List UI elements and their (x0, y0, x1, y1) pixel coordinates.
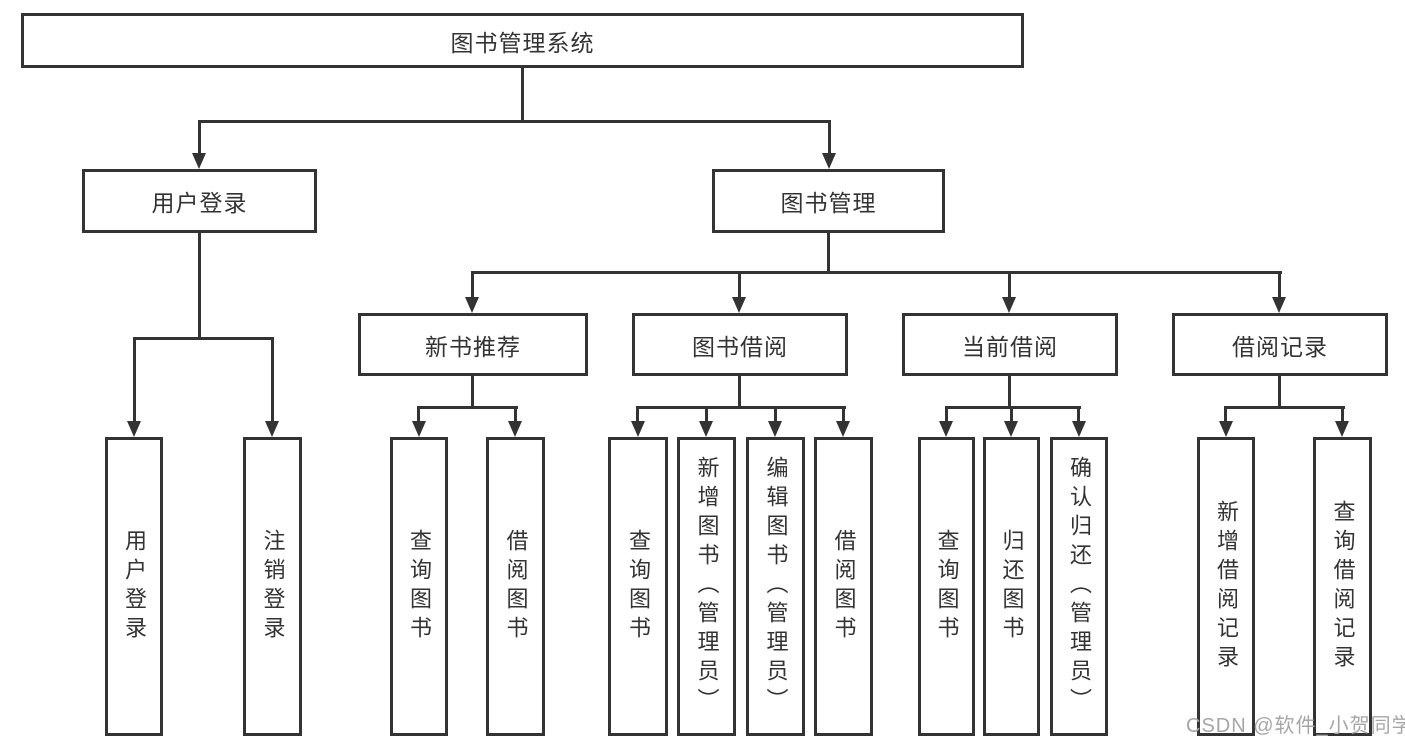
connector-drop (417, 406, 420, 423)
node-label: 注销登录 (260, 528, 286, 645)
node-label: 图书借阅 (692, 333, 788, 360)
node-user-login: 用户登录 (82, 169, 317, 233)
node-label: 借阅记录 (1232, 333, 1328, 360)
connector-rail (133, 337, 274, 340)
arrowhead-down-icon (1004, 421, 1018, 437)
connector-trunk (1278, 376, 1281, 406)
connector-trunk (198, 233, 201, 337)
node-query-books-recommend: 查询图书 (390, 437, 448, 736)
arrowhead-down-icon (127, 421, 141, 437)
connector-drop (636, 406, 639, 423)
connector-drop (738, 271, 741, 299)
node-confirm-return-admin: 确认归还（管理员） (1050, 437, 1108, 736)
node-logout: 注销登录 (243, 437, 302, 736)
connector-drop (1008, 271, 1011, 299)
arrowhead-down-icon (699, 421, 713, 437)
connector-trunk (738, 376, 741, 406)
connector-drop (1278, 271, 1281, 299)
node-query-books-current: 查询图书 (918, 437, 975, 736)
arrowhead-down-icon (1002, 297, 1016, 313)
connector-trunk (827, 233, 830, 271)
arrowhead-down-icon (836, 421, 850, 437)
arrowhead-down-icon (631, 421, 645, 437)
node-add-books-admin: 新增图书（管理员） (677, 437, 736, 736)
connector-drop (271, 337, 274, 423)
node-edit-books-admin: 编辑图书（管理员） (746, 437, 805, 736)
node-label: 查询借阅记录 (1330, 499, 1356, 674)
node-label: 图书管理 (780, 190, 877, 216)
arrowhead-down-icon (1072, 421, 1086, 437)
node-label: 编辑图书（管理员） (763, 456, 789, 717)
node-query-books-borrowing: 查询图书 (608, 437, 668, 736)
connector-drop (471, 271, 474, 299)
arrowhead-down-icon (1335, 421, 1349, 437)
node-return-books: 归还图书 (983, 437, 1040, 736)
node-label: 查询图书 (626, 528, 651, 645)
connector-drop (705, 406, 708, 423)
arrowhead-down-icon (939, 421, 953, 437)
node-new-book-recommendation: 新书推荐 (358, 313, 588, 376)
connector-drop (514, 406, 517, 423)
connector-rail (417, 406, 518, 409)
connector-rail (945, 406, 1081, 409)
arrowhead-down-icon (1272, 297, 1286, 313)
connector-trunk (471, 376, 474, 406)
connector-drop (828, 120, 831, 155)
node-label: 归还图书 (999, 528, 1025, 645)
connector-drop (842, 406, 845, 423)
arrowhead-down-icon (412, 421, 426, 437)
node-label: 图书管理系统 (450, 29, 595, 56)
connector-drop (1010, 406, 1013, 423)
node-borrow-books: 借阅图书 (814, 437, 873, 736)
node-label: 新书推荐 (425, 333, 521, 360)
node-user-login-leaf: 用户登录 (105, 437, 163, 736)
node-label: 借阅图书 (831, 528, 857, 645)
connector-drop (774, 406, 777, 423)
node-book-management: 图书管理 (712, 169, 945, 233)
connector-rail (636, 406, 846, 409)
node-label: 查询图书 (407, 528, 432, 645)
connector-drop (198, 120, 201, 155)
arrowhead-down-icon (1219, 421, 1233, 437)
node-label: 用户登录 (122, 528, 147, 645)
arrowhead-down-icon (768, 421, 782, 437)
watermark: CSDN @软件_小贺同学 (1186, 715, 1405, 737)
node-label: 查询图书 (934, 528, 960, 645)
connector-rail (1224, 406, 1345, 409)
node-label: 用户登录 (151, 190, 248, 216)
connector-drop (1224, 406, 1227, 423)
connector-drop (945, 406, 948, 423)
arrowhead-down-icon (508, 421, 522, 437)
node-add-borrow-record: 新增借阅记录 (1197, 437, 1255, 736)
node-query-borrow-record: 查询借阅记录 (1313, 437, 1372, 736)
node-label: 新增图书（管理员） (694, 456, 720, 717)
connector-trunk (1008, 376, 1011, 406)
node-label: 借阅图书 (503, 528, 529, 645)
connector-drop (1341, 406, 1344, 423)
node-book-borrowing: 图书借阅 (632, 313, 848, 376)
node-label: 新增借阅记录 (1214, 499, 1239, 674)
arrowhead-down-icon (822, 153, 836, 169)
arrowhead-down-icon (732, 297, 746, 313)
arrowhead-down-icon (192, 153, 206, 169)
connector-rail (471, 271, 1282, 274)
node-borrow-books-recommend: 借阅图书 (486, 437, 545, 736)
node-borrowing-records: 借阅记录 (1172, 313, 1388, 376)
node-current-borrowing: 当前借阅 (902, 313, 1118, 376)
connector-root-trunk (521, 68, 524, 120)
node-library-management-system: 图书管理系统 (21, 13, 1024, 68)
arrowhead-down-icon (465, 297, 479, 313)
node-label: 当前借阅 (962, 333, 1058, 360)
connector-drop (133, 337, 136, 423)
connector-root-rail (198, 120, 831, 123)
node-label: 确认归还（管理员） (1067, 456, 1092, 717)
connector-drop (1077, 406, 1080, 423)
arrowhead-down-icon (265, 421, 279, 437)
